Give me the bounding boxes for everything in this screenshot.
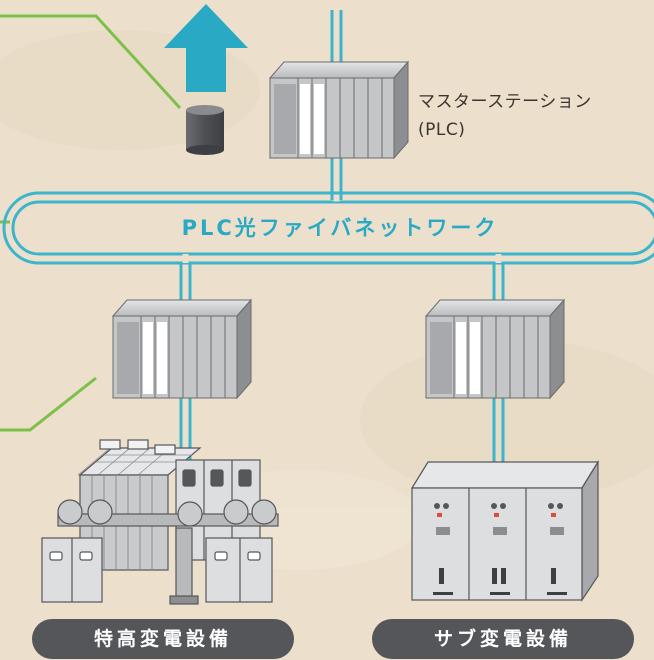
ring-junction-right <box>495 254 502 263</box>
plc-rack-master <box>268 60 410 160</box>
facility-label-extra-high-voltage: 特高変電設備 <box>32 619 294 659</box>
plc-rack-left <box>111 298 253 400</box>
network-ring <box>2 191 654 265</box>
master-station-label-line1: マスターステーション <box>418 92 592 112</box>
switchgear-cabinet-icon <box>410 459 600 602</box>
plc-rack-right <box>424 298 566 400</box>
upload-arrow-icon <box>164 4 248 92</box>
substation-equipment-icon <box>41 439 279 605</box>
connector-line-top <box>0 14 182 110</box>
database-cylinder-icon <box>186 105 224 155</box>
master-station-label-line2: (PLC) <box>418 120 466 140</box>
connector-line-bottom <box>0 376 97 432</box>
facility-label-sub-substation: サブ変電設備 <box>372 619 634 659</box>
master-station-label: マスターステーション (PLC) <box>418 88 648 144</box>
ring-junction-top <box>333 194 340 202</box>
ring-junction-left <box>182 254 189 263</box>
network-label: PLC光ファイバネットワーク <box>181 216 499 240</box>
